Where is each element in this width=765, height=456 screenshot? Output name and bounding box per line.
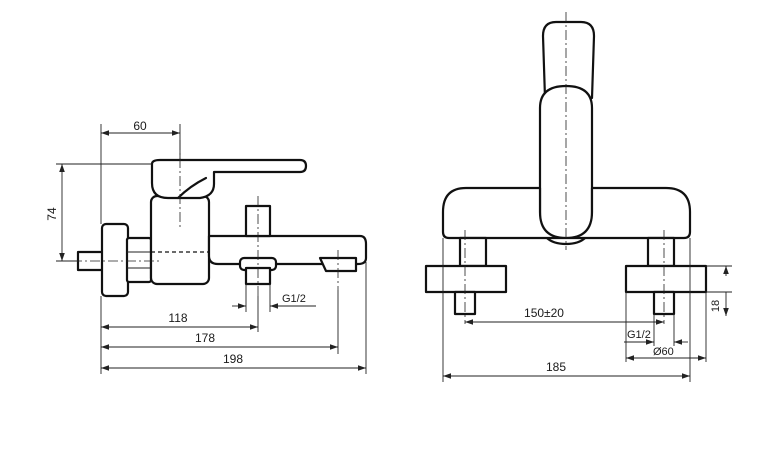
dim-label-d60: Ø60 <box>653 346 674 358</box>
dim-label-185: 185 <box>546 360 566 374</box>
side-view: 60 74 G1/2 118 17 <box>45 119 368 374</box>
front-lever <box>538 20 596 246</box>
dim-spacing: 150±20 <box>465 306 664 325</box>
dim-thread-side: G1/2 <box>232 284 316 312</box>
dim-label-g12-side: G1/2 <box>282 293 306 305</box>
dim-label-118: 118 <box>168 311 187 325</box>
dim-label-198: 198 <box>223 352 243 366</box>
front-body <box>441 186 692 240</box>
dim-label-178: 178 <box>195 331 215 345</box>
dim-spout-offset: 60 <box>100 119 181 224</box>
dim-label-150: 150±20 <box>524 306 564 320</box>
dim-flange-diameter: Ø60 <box>625 292 707 362</box>
dim-label-18: 18 <box>710 300 722 312</box>
dim-to-spout-center: 118 <box>101 296 259 332</box>
dim-overall-width: 185 <box>442 238 691 382</box>
dim-label-74: 74 <box>45 207 59 221</box>
dim-flange-depth: 18 <box>706 265 732 316</box>
dim-to-spout-tip: 178 <box>101 290 339 354</box>
front-view: 150±20 G1/2 Ø60 18 <box>424 12 732 382</box>
dim-overall-length: 198 <box>101 262 367 374</box>
mixer-body <box>149 194 368 286</box>
dim-label-60: 60 <box>133 119 147 133</box>
dim-label-g12-front: G1/2 <box>627 329 651 341</box>
wall-connector <box>76 222 153 298</box>
front-connector-left <box>424 236 508 316</box>
lever-handle <box>150 158 308 200</box>
front-connector-right <box>624 236 708 316</box>
dim-thread-front: G1/2 <box>624 314 688 346</box>
dim-height: 74 <box>45 163 152 262</box>
